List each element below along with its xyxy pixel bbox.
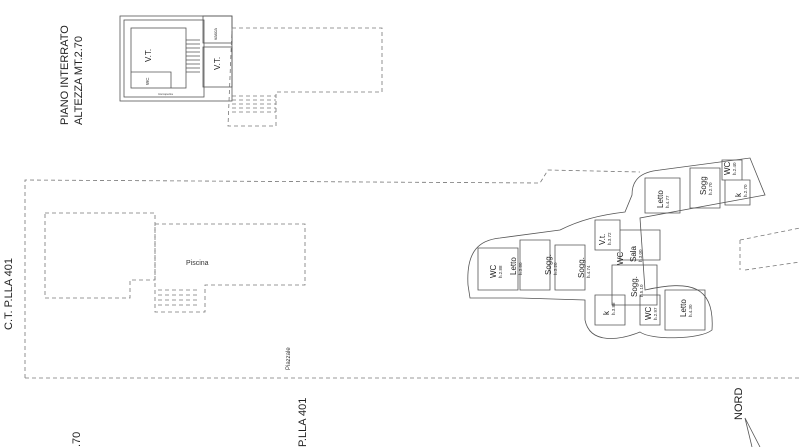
room-name: Sala [629, 245, 638, 262]
house-plan [467, 157, 766, 339]
room-height: h.3.72 [607, 232, 612, 245]
room-name: WC [489, 264, 498, 278]
room-name: Letto [679, 299, 688, 317]
basement-plan: PIANO INTERRATO ALTEZZA MT.2.70 V.T. WC … [59, 15, 383, 127]
room-name: Letto [509, 257, 518, 275]
room-name: Sogg [699, 176, 708, 195]
north-arrow-icon [744, 417, 761, 447]
room-height: h.5.10 [639, 284, 644, 297]
room-label: V.T. [213, 57, 222, 70]
basement-height: ALTEZZA MT.2.70 [73, 36, 85, 125]
room-label: V.T. [144, 49, 153, 62]
building-outline [44, 212, 156, 299]
parcel-label: P.LLA 401 [297, 398, 309, 447]
north-label: NORD [733, 388, 745, 420]
room-name: WC [723, 161, 732, 175]
room-name: Letto [656, 190, 665, 208]
pool-label: Piscina [186, 260, 209, 267]
room-name: WC [644, 306, 653, 320]
room-height: h.2.40 [732, 162, 737, 175]
room-label: vasca [213, 28, 218, 40]
pool-outline [154, 223, 306, 313]
room-height: h.2.97 [653, 307, 658, 320]
site-boundary [24, 169, 641, 378]
room-name: Sogg. [544, 254, 553, 275]
room-height: h.2.70 [743, 184, 748, 197]
room-height: h.3.80 [518, 262, 523, 275]
room-name: k [734, 192, 743, 197]
room-label: Intercapedine [158, 93, 174, 96]
parcel-label: C.T. P.LLA 401 [3, 258, 15, 330]
room-label: WC [145, 77, 150, 85]
room-height: h.4.77 [665, 195, 670, 208]
room-height: h.4.74 [586, 265, 591, 278]
basement-title: PIANO INTERRATO [59, 25, 71, 125]
room-height: h.3.00 [638, 249, 643, 262]
room-height: h.2.88 [498, 265, 503, 278]
room-name: Sogg. [630, 276, 639, 297]
room-name: k [602, 310, 611, 315]
parcel-label: .70 [71, 432, 83, 447]
room-name: WC [616, 251, 625, 265]
yard-label: Piazzale [286, 347, 292, 370]
room-name: Sogg. [577, 257, 586, 278]
room-height: h.3.88 [611, 302, 616, 315]
room-name: V.t. [598, 234, 607, 245]
room-height: h.2.70 [708, 182, 713, 195]
room-height: h.3.20 [553, 262, 558, 275]
room-height: h.4.30 [688, 304, 693, 317]
